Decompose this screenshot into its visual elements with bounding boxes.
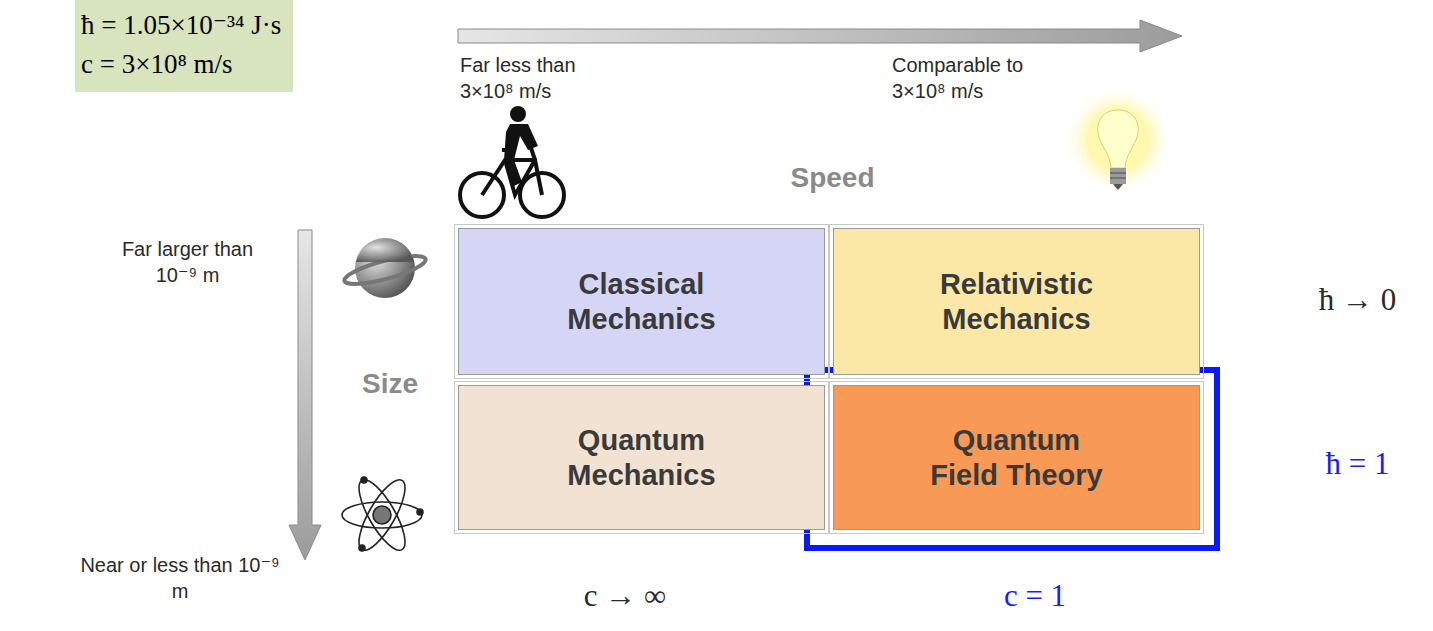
light-bulb-icon <box>1063 85 1173 195</box>
box-title: Relativistic Mechanics <box>922 267 1112 337</box>
axis-title: Speed <box>760 160 905 196</box>
constant-value: c = 3×10⁸ m/s <box>81 45 281 84</box>
graphic-part <box>351 474 414 556</box>
constant-value: ħ = 1.05×10⁻³⁴ J·s <box>81 6 281 45</box>
graphic-part <box>1113 184 1123 190</box>
limit-note: c = 1 <box>950 576 1120 616</box>
speed-note: Far less than 3×10⁸ m/s <box>460 52 610 104</box>
size-arrow <box>289 230 321 560</box>
graphic-part <box>351 474 414 556</box>
graphic-part <box>356 240 414 262</box>
cyclist-icon <box>504 106 538 186</box>
graphic-part <box>342 502 422 528</box>
mechanics-box: Relativistic Mechanics <box>833 228 1200 375</box>
graphic-part <box>1110 168 1126 184</box>
constants-box: ħ = 1.05×10⁻³⁴ J·sc = 3×10⁸ m/s <box>75 0 293 92</box>
planet-icon <box>342 238 428 298</box>
limit-note: c → ∞ <box>540 576 710 616</box>
graphic-part <box>1110 177 1126 179</box>
box-title: Quantum Mechanics <box>547 423 737 493</box>
graphic-part <box>359 545 365 551</box>
atom-icon <box>342 474 423 556</box>
graphic-part <box>1063 85 1173 195</box>
size-note: Near or less than 10⁻⁹ m <box>80 552 280 604</box>
speed-note: Comparable to 3×10⁸ m/s <box>892 52 1062 104</box>
speed-arrow <box>458 20 1182 52</box>
mechanics-box: Quantum Mechanics <box>458 385 825 530</box>
graphic-part <box>1110 172 1126 174</box>
box-title: Quantum Field Theory <box>922 423 1112 493</box>
graphic-part <box>1098 110 1139 168</box>
box-text-wrap: Classical Mechanics <box>547 267 737 337</box>
mechanics-box: Classical Mechanics <box>458 228 825 375</box>
limit-note: ħ → 0 <box>1285 280 1430 320</box>
graphic-part <box>504 124 538 186</box>
graphic-part <box>361 477 367 483</box>
box-text-wrap: Relativistic Mechanics <box>922 267 1112 337</box>
box-text-wrap: Quantum Mechanics <box>547 423 737 493</box>
highlight-frame <box>807 370 1217 548</box>
box-title: Classical Mechanics <box>547 267 737 337</box>
limit-note: ħ = 1 <box>1285 444 1430 484</box>
axis-title: Size <box>335 366 445 402</box>
box-text-wrap: Quantum Field Theory <box>922 423 1112 493</box>
graphic-part <box>417 509 423 515</box>
graphic-part <box>510 106 526 122</box>
graphic-part <box>373 506 391 524</box>
mechanics-box: Quantum Field Theory <box>833 385 1200 530</box>
size-note: Far larger than 10⁻⁹ m <box>100 236 275 288</box>
